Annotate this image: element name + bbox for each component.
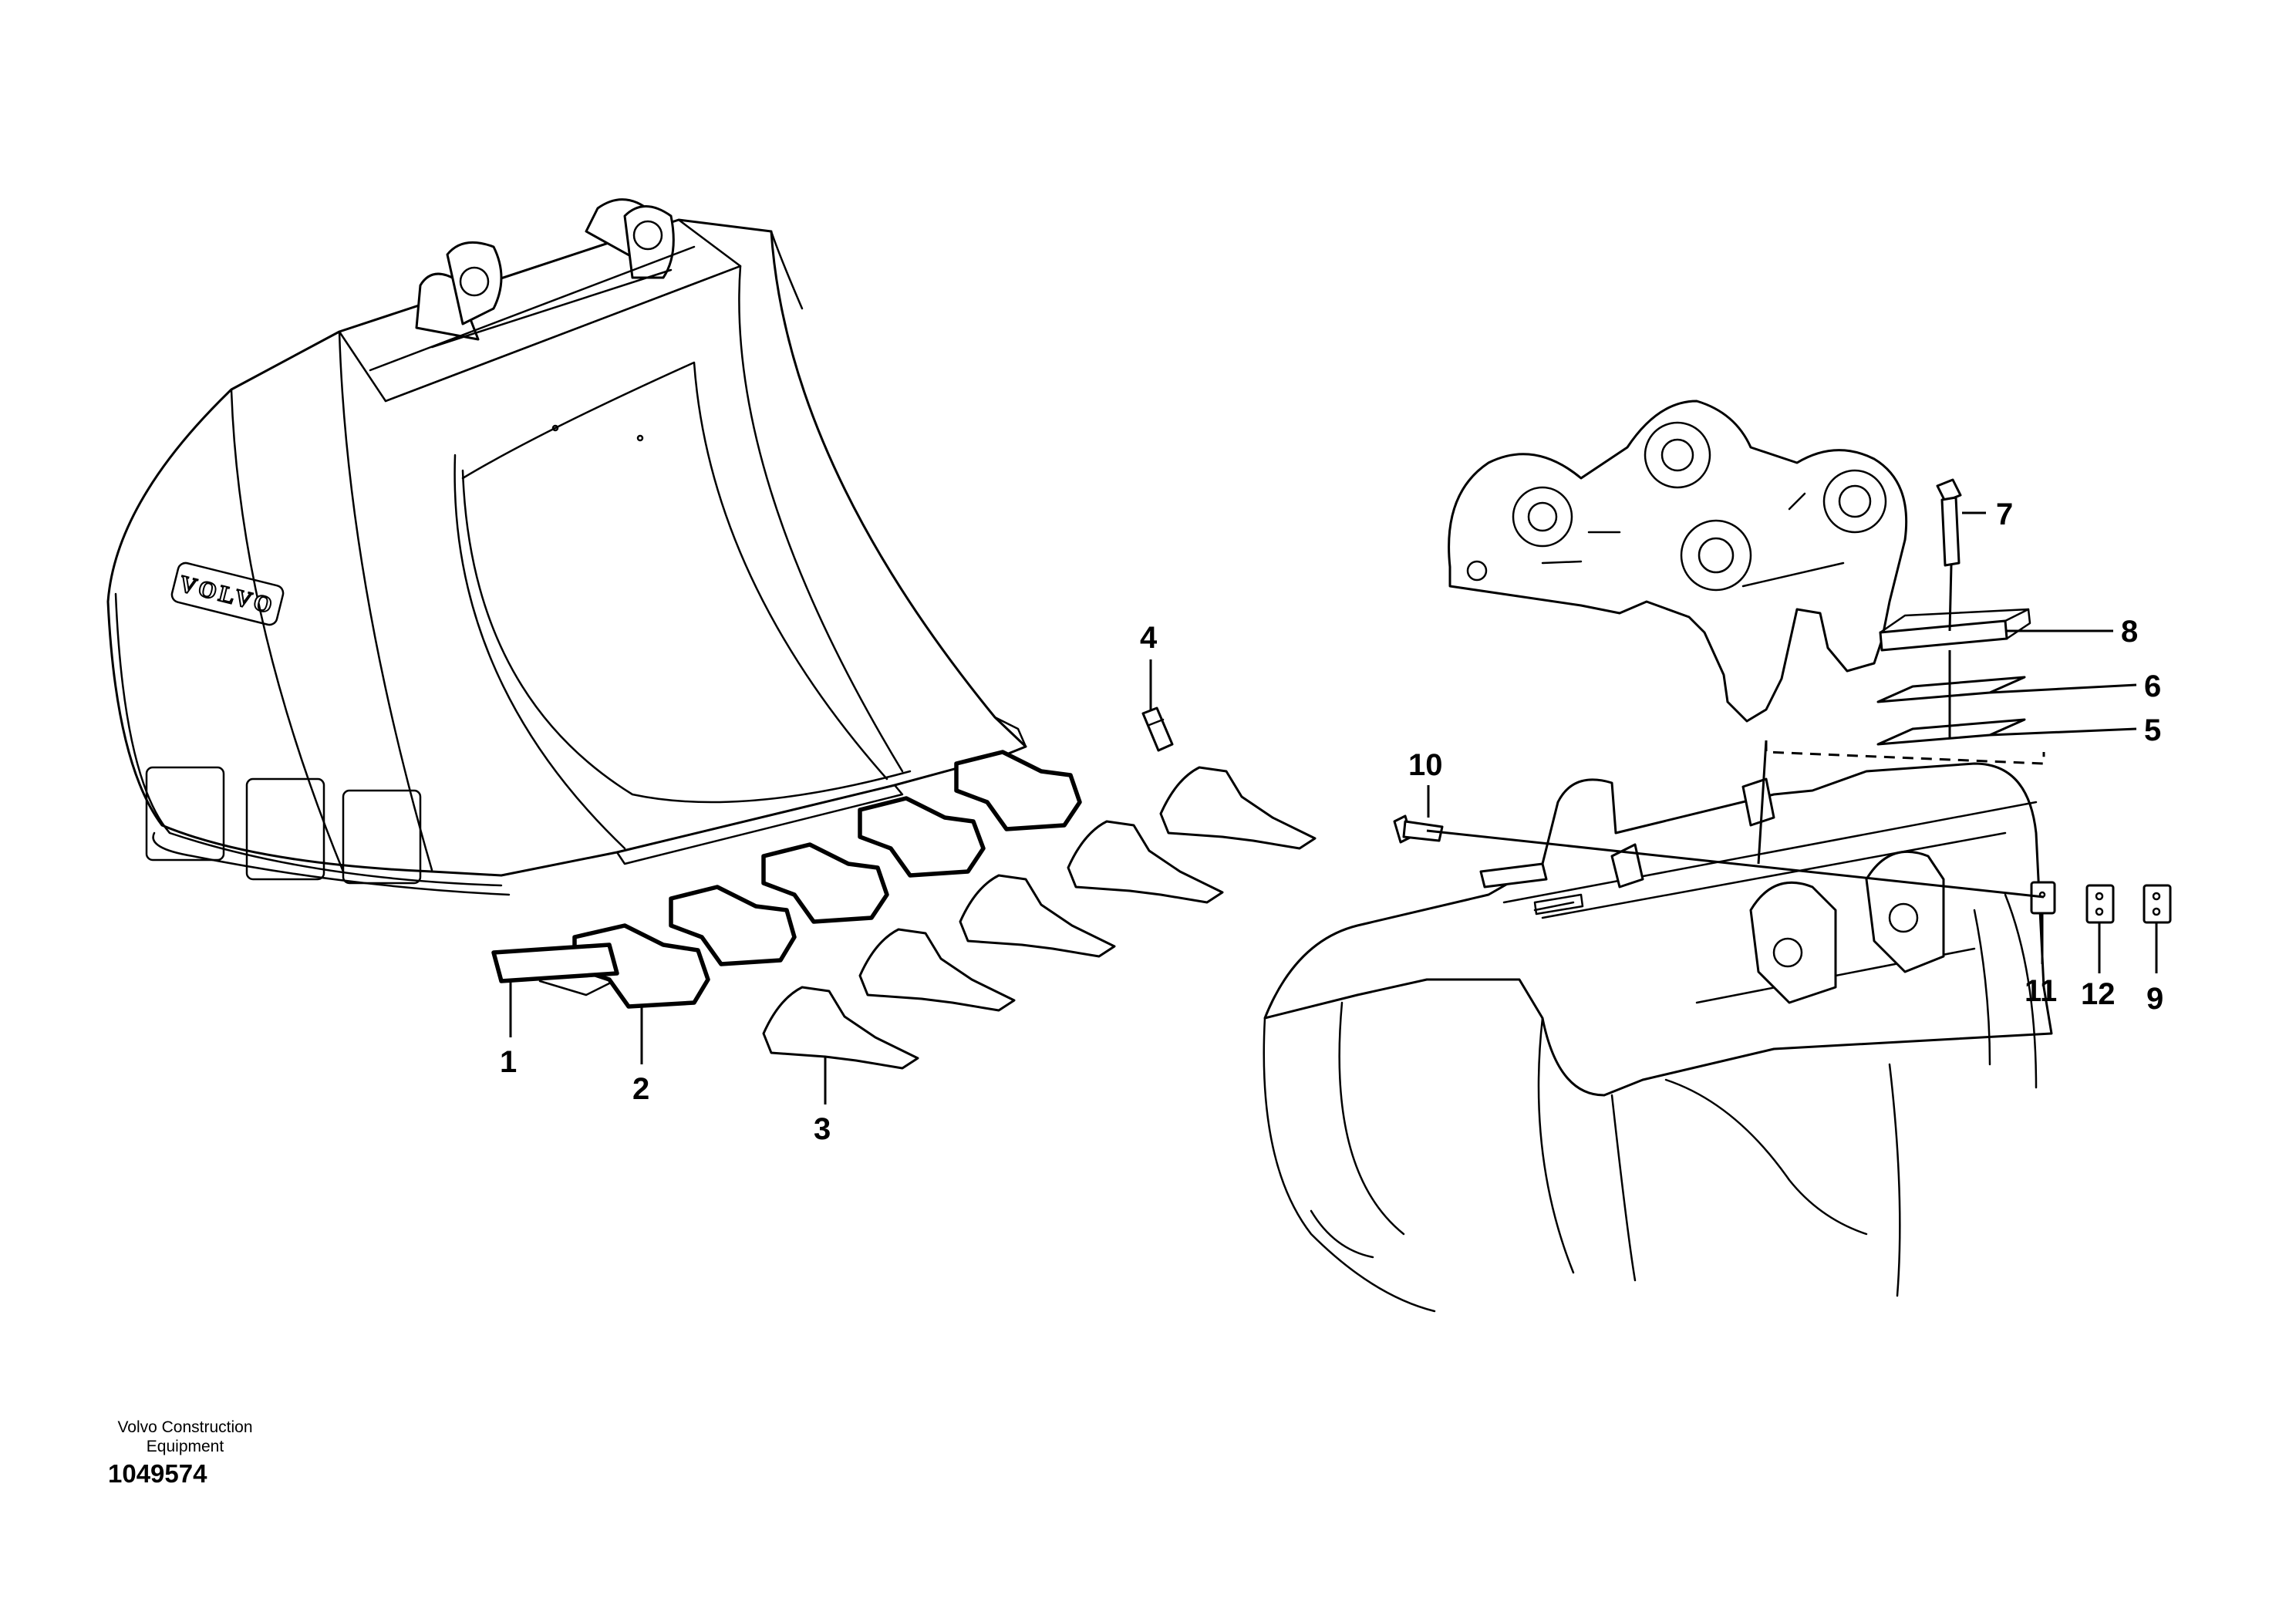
- leader-lines: [509, 511, 2158, 1104]
- callout-5: 5: [2144, 713, 2161, 747]
- shim-6: [1876, 676, 2026, 703]
- plate-9: [2143, 884, 2172, 924]
- callout-8: 8: [2121, 615, 2138, 649]
- plate-12: [2085, 884, 2115, 924]
- callout-6: 6: [2144, 669, 2161, 703]
- retaining-pin: [1141, 706, 1174, 752]
- manufacturer-name: Volvo Construction Equipment: [117, 1418, 253, 1455]
- callout-12: 12: [2081, 977, 2116, 1011]
- tooth-adapters: [572, 750, 1082, 1009]
- bolt-10: [1393, 814, 1444, 844]
- side-cutter: [491, 943, 619, 983]
- callout-2: 2: [632, 1072, 649, 1106]
- shim-5: [1876, 718, 2026, 746]
- shim-plate: [1879, 619, 2008, 652]
- callout-11: 11: [2025, 974, 2057, 1008]
- digging-bucket: VOLVO: [106, 198, 1027, 896]
- assembly-dashed-line: [1765, 740, 2045, 765]
- manufacturer-caption: Volvo Construction Equipment: [85, 1418, 285, 1456]
- quick-coupler-bracket: [1448, 400, 1908, 723]
- callout-4: 4: [1140, 621, 1158, 655]
- callout-3: 3: [814, 1112, 831, 1146]
- callout-10: 10: [1408, 748, 1443, 782]
- drawing-number: 1049574: [108, 1459, 207, 1488]
- bolt: [1936, 478, 1962, 567]
- callout-1: 1: [500, 1045, 517, 1079]
- coupler-bucket-top: [1263, 762, 2053, 1313]
- callout-7: 7: [1996, 497, 2013, 531]
- callout-9: 9: [2146, 982, 2163, 1016]
- bucket-teeth: [762, 766, 1317, 1070]
